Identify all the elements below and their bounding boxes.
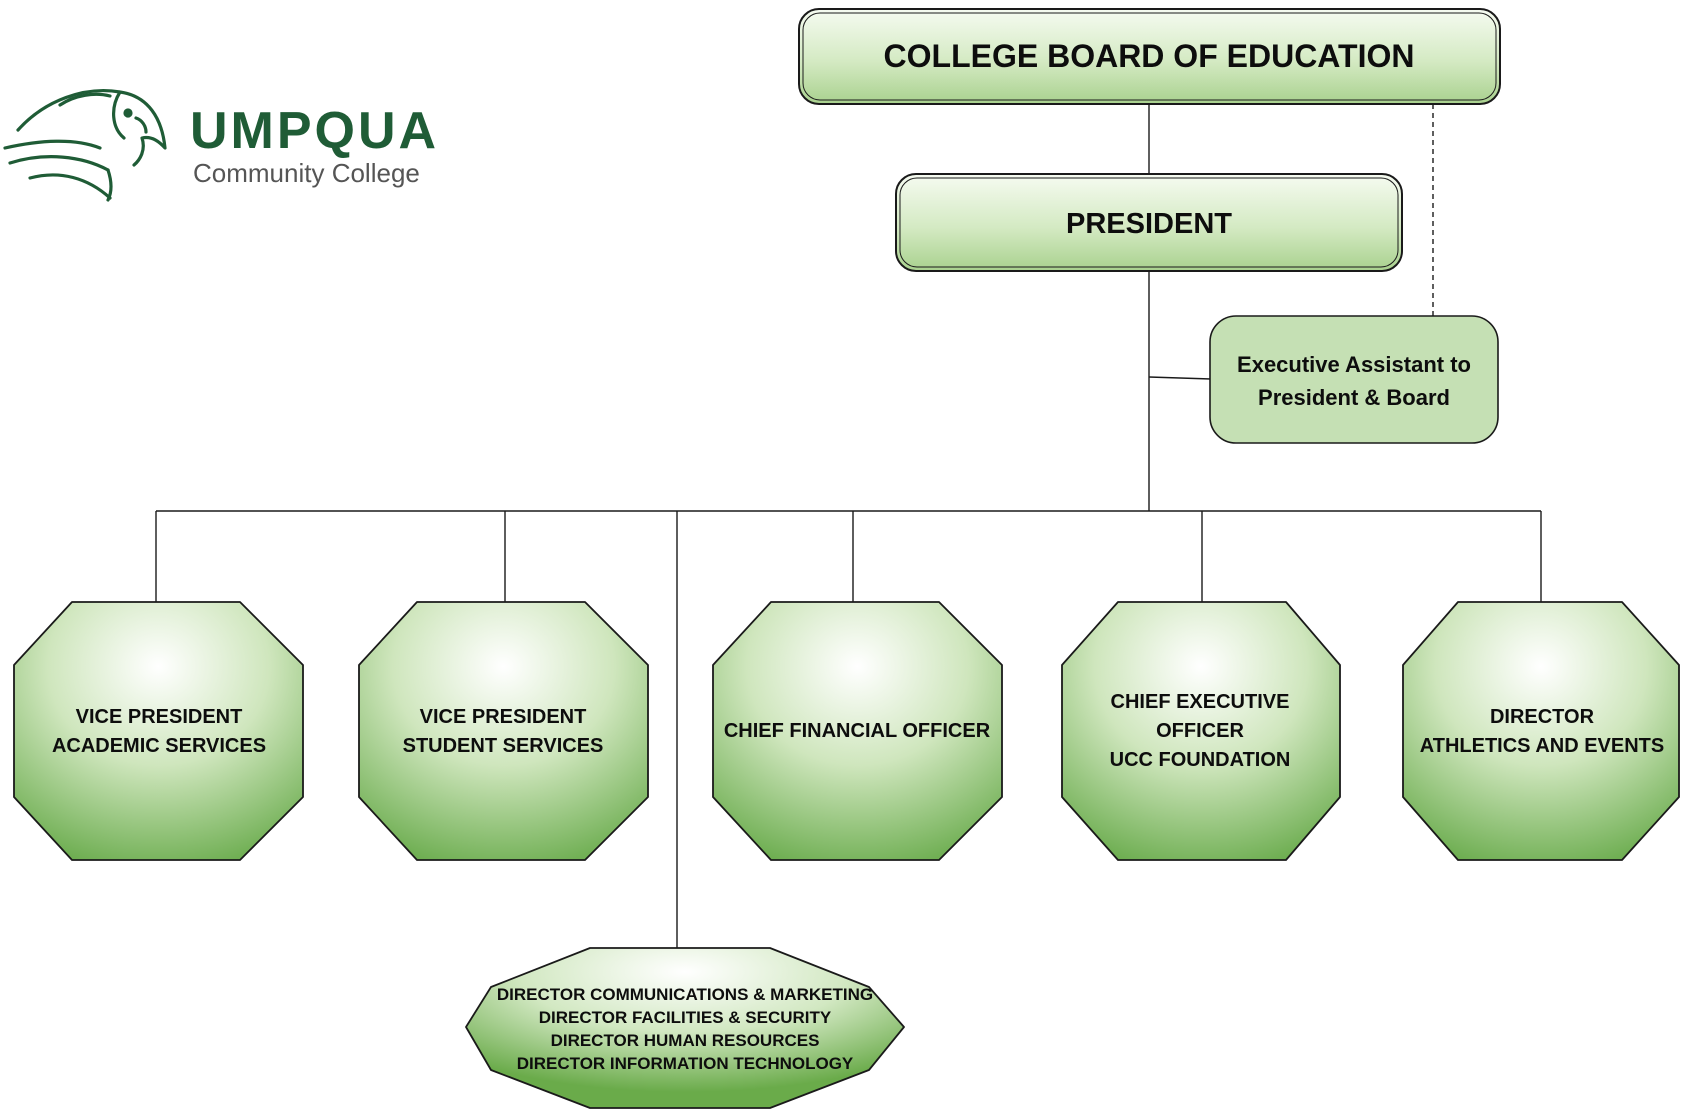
directors-group-box[interactable]: DIRECTOR COMMUNICATIONS & MARKETING DIRE… (465, 947, 905, 1109)
ceo-foundation-line-2: OFFICER (1156, 720, 1244, 742)
directors-group-line-1: DIRECTOR COMMUNICATIONS & MARKETING (497, 985, 873, 1004)
umpqua-logo: UMPQUA Community College (3, 89, 439, 202)
vp-academic-line-2: ACADEMIC SERVICES (52, 735, 266, 757)
logo-tagline: Community College (193, 158, 420, 188)
assistant-label-line-2: President & Board (1258, 385, 1450, 410)
vp-academic-line-1: VICE PRESIDENT (76, 706, 243, 728)
board-box[interactable]: COLLEGE BOARD OF EDUCATION (798, 8, 1501, 105)
president-label: PRESIDENT (1066, 208, 1232, 240)
direct-report-director-athletics[interactable]: DIRECTOR ATHLETICS AND EVENTS (1402, 601, 1680, 861)
director-athletics-line-1: DIRECTOR (1490, 706, 1595, 728)
board-label: COLLEGE BOARD OF EDUCATION (884, 38, 1415, 74)
directors-group-line-3: DIRECTOR HUMAN RESOURCES (551, 1031, 820, 1050)
assistant-label-line-1: Executive Assistant to (1237, 352, 1471, 377)
direct-report-cfo[interactable]: CHIEF FINANCIAL OFFICER (712, 601, 1003, 861)
executive-assistant-box[interactable]: Executive Assistant to President & Board (1209, 315, 1499, 444)
ceo-foundation-line-1: CHIEF EXECUTIVE (1111, 691, 1290, 713)
vp-student-line-1: VICE PRESIDENT (420, 706, 587, 728)
direct-report-vp-student[interactable]: VICE PRESIDENT STUDENT SERVICES (358, 601, 649, 861)
cfo-line-1: CHIEF FINANCIAL OFFICER (724, 720, 991, 742)
direct-report-vp-academic[interactable]: VICE PRESIDENT ACADEMIC SERVICES (13, 601, 304, 861)
president-box[interactable]: PRESIDENT (895, 173, 1403, 272)
directors-group-line-2: DIRECTOR FACILITIES & SECURITY (539, 1008, 832, 1027)
connector-president-assistant (1148, 376, 1212, 380)
direct-report-ceo-foundation[interactable]: CHIEF EXECUTIVE OFFICER UCC FOUNDATION (1061, 601, 1341, 861)
logo-name: UMPQUA (190, 102, 439, 160)
connectors (155, 104, 1542, 948)
directors-group-line-4: DIRECTOR INFORMATION TECHNOLOGY (517, 1054, 854, 1073)
vp-student-line-2: STUDENT SERVICES (403, 735, 604, 757)
ceo-foundation-line-3: UCC FOUNDATION (1110, 749, 1291, 771)
hawk-icon (3, 89, 167, 202)
director-athletics-line-2: ATHLETICS AND EVENTS (1420, 735, 1664, 757)
